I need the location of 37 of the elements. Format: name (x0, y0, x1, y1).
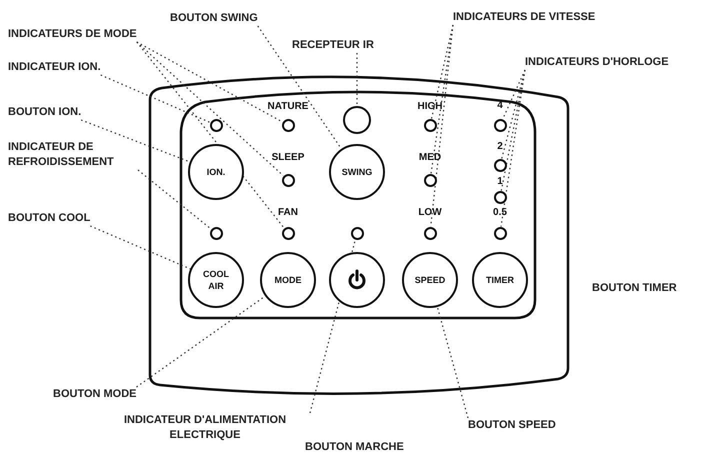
callout-label: BOUTON ION. (8, 105, 82, 120)
leader-line (500, 70, 526, 191)
leader-line (500, 70, 526, 227)
callout-label: RECEPTEUR IR (292, 38, 374, 53)
indicator-label: SLEEP (270, 152, 306, 164)
callout-label: BOUTON SPEED (468, 418, 556, 433)
indicator-label: 1 (496, 176, 504, 188)
callout-label: INDICATEUR DE REFROIDISSEMENT (8, 140, 138, 170)
callout-label: INDICATEURS DE MODE (8, 27, 137, 42)
callout-label: BOUTON SWING (170, 11, 258, 26)
leader-line (502, 70, 526, 120)
callout-label: BOUTON MODE (53, 387, 137, 402)
indicator-label: 2 (496, 141, 504, 153)
indicator-label: LOW (417, 207, 443, 219)
leader-line (436, 306, 469, 418)
leader-line (138, 170, 212, 230)
callout-label: INDICATEUR D'ALIMENTATION ELECTRIQUE (100, 413, 310, 443)
leader-line (430, 24, 454, 119)
leader-line (430, 24, 454, 227)
leader-line (356, 53, 358, 106)
indicator-label: HIGH (416, 101, 444, 113)
callout-label: INDICATEUR ION. (8, 60, 101, 75)
callout-label: INDICATEURS DE VITESSE (453, 10, 596, 25)
leader-line (80, 119, 190, 162)
indicator-label: 0.5 (492, 207, 508, 219)
indicator-label: NATURE (266, 101, 310, 113)
indicator-label: MED (418, 152, 442, 164)
callout-label: BOUTON MARCHE (305, 440, 404, 455)
leader-line (136, 41, 283, 122)
callout-label: BOUTON TIMER (592, 281, 677, 296)
callout-label: BOUTON COOL (8, 211, 90, 226)
leader-line (257, 26, 342, 150)
callout-label: INDICATEURS D'HORLOGE (525, 55, 669, 70)
leader-line (100, 74, 210, 123)
indicator-label: FAN (277, 207, 299, 219)
leader-line (90, 225, 191, 270)
leader-line (136, 296, 266, 388)
